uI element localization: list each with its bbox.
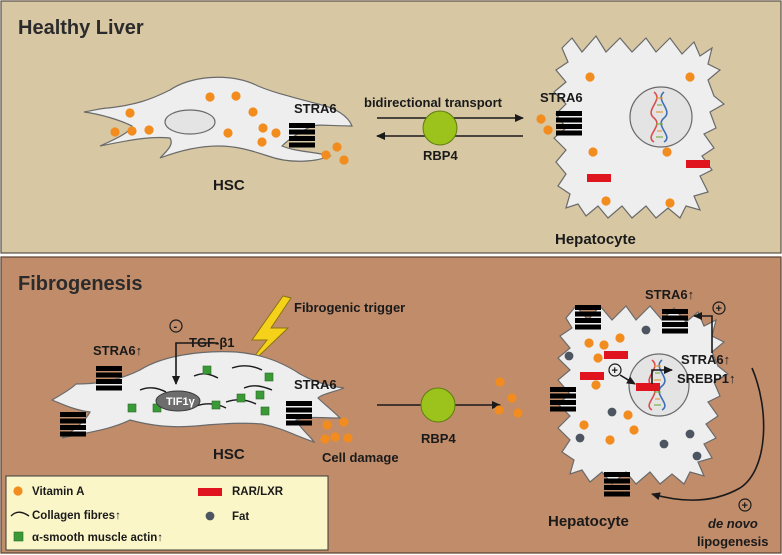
- hsc-nucleus-top: [164, 109, 216, 135]
- plus-label-inner: +: [612, 365, 618, 377]
- rar-lxr-top-1: [587, 174, 611, 182]
- legend-fat-swatch: [205, 511, 215, 521]
- rbp4-label-top: RBP4: [423, 148, 458, 163]
- rar-lxr-top-2: [686, 160, 710, 168]
- hsc-label-bottom: HSC: [213, 446, 245, 463]
- plus-arrow-inner: [619, 374, 636, 385]
- hsc-cell-top: [83, 76, 353, 162]
- cell-damage-label: Cell damage: [322, 450, 399, 465]
- minus-label: -: [174, 321, 178, 333]
- lipogenesis-label: lipogenesis: [697, 534, 769, 549]
- legend-rar: RAR/LXR: [232, 486, 284, 498]
- plus-circle-inner: [608, 363, 622, 377]
- hepatocyte-label-top: Hepatocyte: [555, 231, 636, 248]
- legend-vitamin-a-swatch: [13, 486, 23, 496]
- tif1g-nucleus: [155, 390, 201, 412]
- srebp1-label: SREBP1↑: [677, 371, 736, 386]
- hepatocyte-label-bottom: Hepatocyte: [548, 513, 629, 530]
- hepatocyte-nucleus-top: [629, 86, 693, 148]
- de-novo-label: de novo: [708, 516, 758, 531]
- fibro-title: Fibrogenesis: [18, 273, 142, 295]
- hsc-label-top: HSC: [213, 177, 245, 194]
- bidirectional-label: bidirectional transport: [364, 95, 503, 110]
- vitamin-a-hsc-bottom: [320, 417, 353, 444]
- legend-rar-swatch: [198, 488, 222, 496]
- tif1g-label: TIF1γ: [166, 396, 196, 408]
- rar-lxr-bottom-3: [636, 383, 660, 391]
- vitamin-a-hsc-top: [110, 91, 349, 165]
- vitamin-a-between: [494, 377, 523, 418]
- vitamin-a-hepatocyte-bottom: [579, 333, 639, 445]
- stra6-label-hsc-bottom: STRA6: [294, 377, 337, 392]
- rbp4-circle-top: [422, 110, 458, 146]
- stra6-label-hsc-top: STRA6: [294, 101, 337, 116]
- sma-hsc: [127, 365, 274, 416]
- rbp4-label-bottom: RBP4: [421, 431, 456, 446]
- healthy-title: Healthy Liver: [18, 17, 144, 39]
- gene-activation-arrow: [651, 366, 673, 384]
- legend-vitamin-a: Vitamin A: [32, 486, 84, 498]
- stra6-label-hepatocyte-top: STRA6: [540, 90, 583, 105]
- rar-lxr-bottom-1: [604, 351, 628, 359]
- rar-lxr-bottom-2: [580, 372, 604, 380]
- fibrogenic-trigger-label: Fibrogenic trigger: [294, 300, 405, 315]
- stra6-feedback-arrow: [693, 312, 713, 353]
- tgf-label: TGF-β1: [189, 335, 235, 350]
- legend-sma: α-smooth muscle actin↑: [32, 532, 163, 544]
- stra6-up-label-top: STRA6↑: [645, 287, 694, 302]
- minus-circle: [169, 319, 183, 333]
- legend-sma-swatch: [13, 531, 24, 542]
- legend-fat: Fat: [232, 511, 249, 523]
- rbp4-circle-bottom: [420, 387, 456, 423]
- lipogenesis-arrow: [651, 367, 765, 501]
- vitamin-a-hepatocyte-top: [536, 72, 695, 208]
- tgf-arrow: [172, 342, 218, 385]
- plus-circle-lipo: [738, 498, 752, 512]
- plus-circle-top: [712, 301, 726, 315]
- lightning-bolt-icon: [241, 295, 292, 373]
- legend-collagen: Collagen fibres↑: [32, 510, 121, 522]
- fat-droplets: [564, 325, 702, 461]
- plus-label-top: +: [716, 303, 722, 315]
- plus-label-lipo: +: [742, 500, 748, 512]
- stra6-up-label-left: STRA6↑: [93, 343, 142, 358]
- legend-box: [5, 475, 329, 551]
- stra6-up-inner-label: STRA6↑: [681, 352, 730, 367]
- legend-collagen-swatch: [10, 511, 30, 517]
